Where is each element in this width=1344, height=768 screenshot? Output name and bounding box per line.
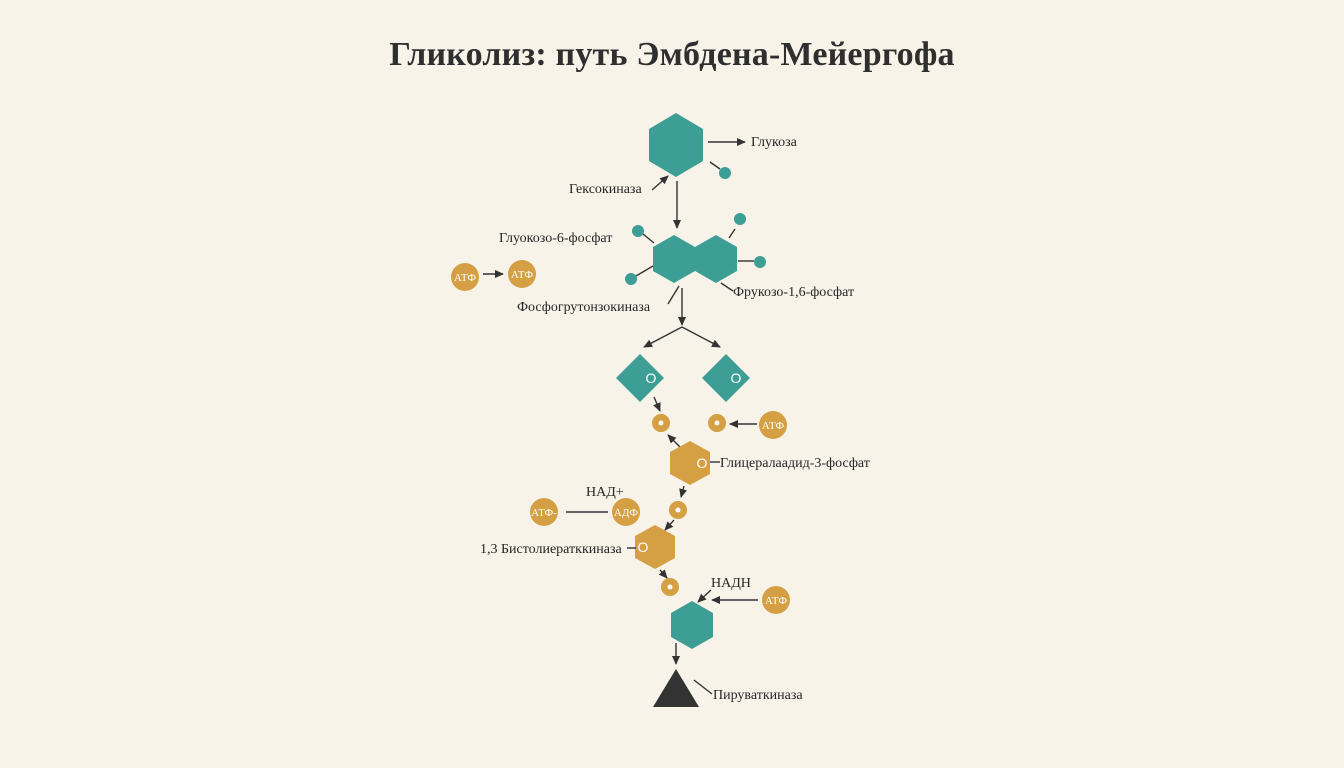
atf-circle-2 [508, 260, 536, 288]
glucose-phosphate-dot [719, 167, 731, 179]
atf-circle-1 [451, 263, 479, 291]
glucose6p-hexagon [653, 235, 695, 283]
split-left-arrow [643, 326, 683, 348]
bpg-hexagon-label: O [638, 539, 649, 555]
g6p-phosphate-dot-bottom [625, 273, 637, 285]
hex1-to-dot3-arrow [679, 485, 687, 498]
hex2-to-dot4-arrow [658, 569, 668, 579]
gold-dot-1-center [658, 420, 664, 426]
glucose6p-label: Глуокозо-6-фосфат [499, 231, 612, 246]
gold-dot-2-center [714, 420, 720, 426]
atf-circle-3 [759, 411, 787, 439]
bpg-kinase-label: 1,3 Бистолиератккиназа [480, 542, 622, 557]
g3p-diamond-label: O [731, 370, 742, 386]
hexokinase-label: Гексокиназа [569, 182, 642, 197]
hexokinase-arrow [651, 175, 669, 191]
pfk-label: Фосфогрутонзокиназа [517, 300, 651, 315]
nadh-link [697, 589, 712, 603]
pyruvate-label-link [693, 679, 713, 695]
g6p-phosphate-link-bottom [635, 265, 654, 277]
dot3-to-hex2-arrow [664, 519, 675, 531]
g3p-diamond [702, 354, 750, 402]
nad-plus-label: НАД+ [586, 485, 624, 500]
dhap-diamond-label: O [646, 370, 657, 386]
dhap-diamond [616, 354, 664, 402]
pyruvate-kinase-label: Пируваткиназа [713, 688, 803, 703]
pfk-link [667, 285, 680, 305]
glucose-label: Глукоза [751, 135, 798, 150]
g6p-phosphate-link-top [642, 233, 655, 244]
bpg-hexagon [635, 525, 675, 569]
diamond-to-dot-arrow [653, 396, 661, 412]
atf-circle-3-label: АТФ [762, 420, 784, 432]
glucose-phosphate-link [709, 161, 721, 170]
g3p-hexagon [670, 441, 710, 485]
g3p-hexagon-label: O [697, 455, 708, 471]
fructose16bp-hexagon [695, 235, 737, 283]
glucose-hexagon [649, 113, 703, 177]
page-title: Гликолиз: путь Эмбдена-Мейергофа [389, 36, 955, 73]
atf-circle-4 [762, 586, 790, 614]
adf-circle-label: АДФ [614, 507, 638, 519]
f16bp-phosphate-dot-top [734, 213, 746, 225]
atf-circle-2-label: АТФ [511, 269, 533, 281]
atf-circle-1-label: АТФ [454, 272, 476, 284]
pep-hexagon [671, 601, 713, 649]
f16bp-phosphate-dot-right [754, 256, 766, 268]
atf-dash-circle [530, 498, 558, 526]
f16bp-phosphate-link-top [728, 228, 736, 239]
g6p-phosphate-dot-top [632, 225, 644, 237]
hex-to-dot1-arrow [667, 434, 683, 450]
f16bp-label-link [720, 282, 734, 292]
atf-circle-4-label: АТФ [765, 595, 787, 607]
g3p-label: Глицералаадид-3-фосфат [720, 456, 870, 471]
gold-dot-3-center [675, 507, 681, 513]
adf-circle [612, 498, 640, 526]
split-right-arrow [681, 326, 721, 348]
nadh-label: НАДН [711, 576, 751, 591]
atf-dash-circle-label: АТФ- [531, 507, 557, 519]
fructose16bp-label: Фрукозо-1,6-фосфат [733, 285, 854, 300]
pyruvate-triangle [653, 669, 699, 707]
gold-dot-4-center [667, 584, 673, 590]
